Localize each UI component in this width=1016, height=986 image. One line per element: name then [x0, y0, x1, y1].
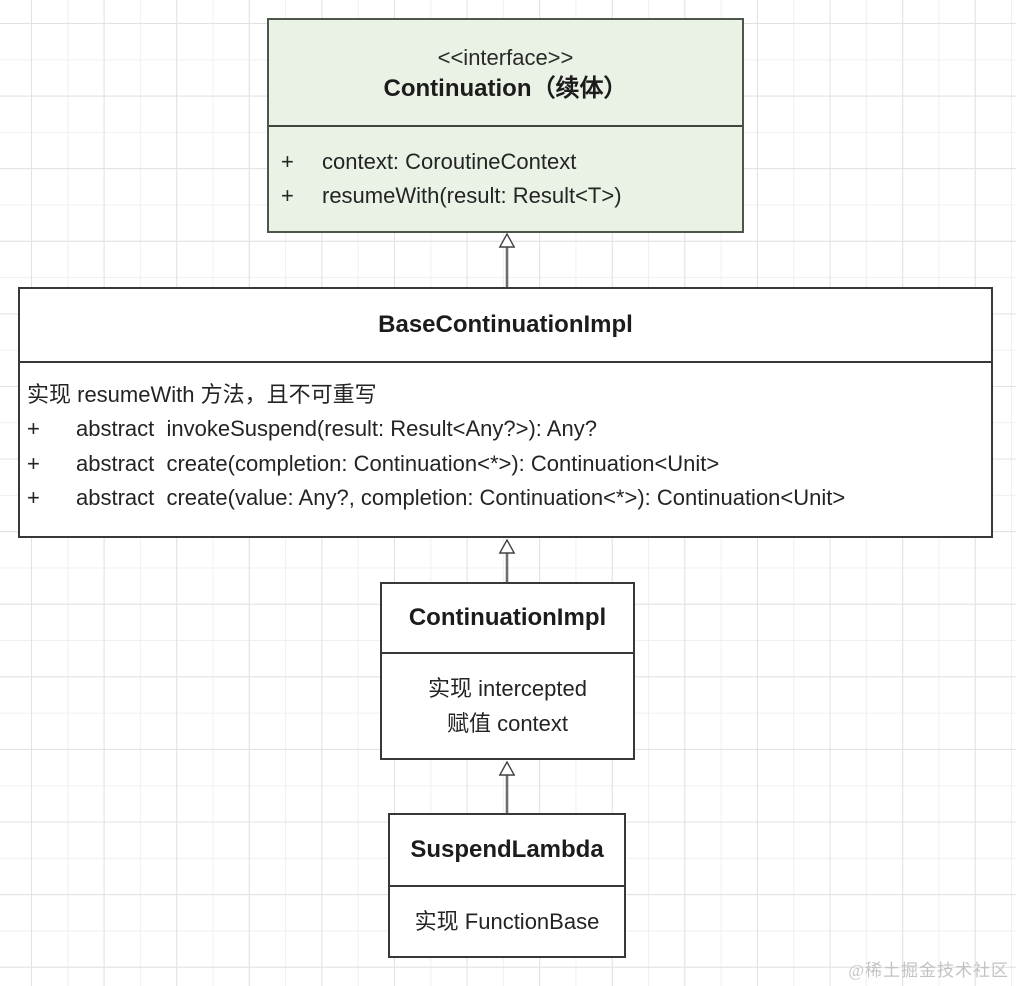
class-body-basecontinuationimpl: 实现 resumeWith 方法，且不可重写 + abstract invoke… — [20, 363, 991, 536]
class-name-basecontinuationimpl: BaseContinuationImpl — [378, 311, 633, 338]
stereotype-label: <<interface>> — [437, 44, 574, 70]
member-text: resumeWith(result: Result<T>) — [322, 183, 622, 208]
member-row: + abstract invokeSuspend(result: Result<… — [27, 412, 985, 447]
member-row: + resumeWith(result: Result<T>) — [281, 179, 732, 213]
class-body-line: 实现 intercepted — [428, 676, 587, 701]
visibility-sign: + — [281, 183, 294, 208]
visibility-sign: + — [27, 416, 40, 441]
watermark: @稀土掘金技术社区 — [848, 961, 1009, 980]
class-box-basecontinuationimpl: BaseContinuationImpl 实现 resumeWith 方法，且不… — [18, 287, 993, 538]
class-box-continuationimpl: ContinuationImpl 实现 intercepted 赋值 conte… — [380, 582, 635, 760]
member-text: abstract create(value: Any?, completion:… — [76, 485, 846, 510]
class-header-continuation: <<interface>> Continuation（续体） — [269, 20, 742, 127]
member-row: + abstract create(completion: Continuati… — [27, 447, 985, 482]
class-name-suspendlambda: SuspendLambda — [410, 836, 604, 863]
class-header-basecontinuationimpl: BaseContinuationImpl — [20, 289, 991, 363]
class-name-continuation: Continuation（续体） — [383, 74, 628, 102]
member-row: + context: CoroutineContext — [281, 145, 732, 179]
class-header-suspendlambda: SuspendLambda — [390, 815, 624, 887]
member-row: + abstract create(value: Any?, completio… — [27, 481, 985, 516]
member-text: context: CoroutineContext — [322, 149, 577, 174]
visibility-sign: + — [27, 485, 40, 510]
class-box-continuation: <<interface>> Continuation（续体） + context… — [267, 18, 744, 233]
visibility-sign: + — [27, 450, 40, 476]
class-body-continuationimpl: 实现 intercepted 赋值 context — [382, 654, 633, 758]
member-text: abstract create(completion: Continuation… — [76, 450, 720, 476]
class-note: 实现 resumeWith 方法，且不可重写 — [27, 382, 377, 407]
class-header-continuationimpl: ContinuationImpl — [382, 584, 633, 654]
class-body-continuation: + context: CoroutineContext + resumeWith… — [269, 127, 742, 231]
class-body-line: 赋值 context — [446, 711, 569, 736]
class-body-suspendlambda: 实现 FunctionBase — [390, 887, 624, 956]
inheritance-arrow-lambda-to-impl — [498, 761, 516, 813]
class-name-continuationimpl: ContinuationImpl — [408, 604, 607, 631]
class-box-suspendlambda: SuspendLambda 实现 FunctionBase — [388, 813, 626, 958]
inheritance-arrow-base-to-continuation — [498, 233, 516, 287]
visibility-sign: + — [281, 149, 294, 174]
inheritance-arrow-impl-to-base — [498, 539, 516, 582]
class-body-line: 实现 FunctionBase — [414, 909, 600, 934]
member-text: abstract invokeSuspend(result: Result<An… — [76, 416, 597, 441]
